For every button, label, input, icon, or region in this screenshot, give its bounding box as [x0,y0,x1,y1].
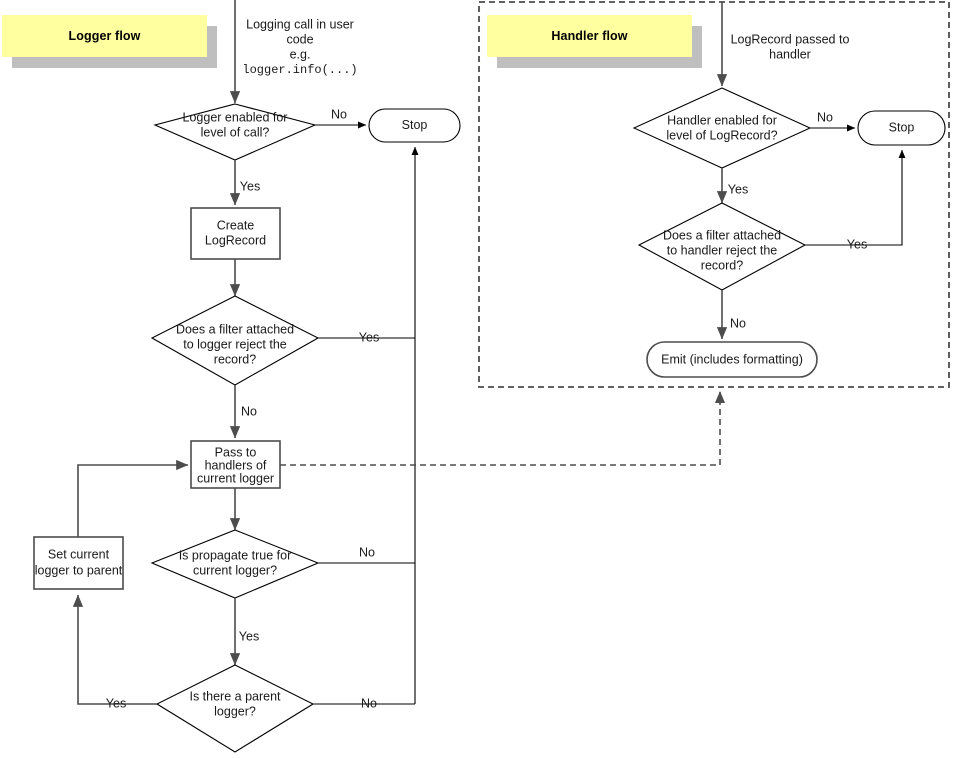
node-parent-logger-line1: Is there a parent [189,689,281,703]
node-create-logrecord[interactable] [190,207,281,260]
entry-caption-line1: Logging call in user [246,17,354,31]
node-logger-stop[interactable] [368,108,461,143]
node-handler-enabled-line2: level of LogRecord? [666,128,777,142]
node-pass-to-handlers-line2: handlers of [205,458,267,472]
node-logger-filter-line3: record? [214,352,256,366]
edge-label-logger-filter-yes: Yes [359,330,379,344]
handler-entry-caption-line1: LogRecord passed to [731,32,850,46]
node-logger-filter-line1: Does a filter attached [176,322,294,336]
banner-logger-flow: Logger flow [0,0,230,80]
edge-label-parent-no: No [361,696,377,710]
banner-handler-flow-label: Handler flow [551,29,628,43]
edge-label-handler-filter-no: No [730,316,746,330]
node-handler-filter-line1: Does a filter attached [663,228,781,242]
edge-label-handler-filter-yes: Yes [847,237,867,251]
edge-handler-filter-yes [805,149,906,246]
banner-logger-flow-label: Logger flow [68,29,141,43]
node-set-current-parent[interactable] [33,536,124,590]
edge-handlers-to-handler-flow [280,391,726,466]
banner-handler-flow: Handler flow [485,0,715,80]
node-create-logrecord-line1: Create [217,218,255,232]
node-pass-to-handlers-line3: current logger [197,471,274,485]
entry-caption-code: logger.info(...) [242,63,357,77]
node-is-propagate-line1: Is propagate true for [179,548,292,562]
node-emit[interactable] [646,341,818,378]
edge-label-parent-yes: Yes [106,696,126,710]
edge-label-propagate-no: No [359,545,375,559]
node-logger-stop-label: Stop [402,118,428,132]
node-handler-filter-line3: record? [701,258,743,272]
node-logger-filter-line2: to logger reject the [183,337,287,351]
node-logger-enabled-line1: Logger enabled for [183,110,288,124]
edge-label-logger-filter-no: No [241,404,257,418]
node-handler-filter-line2: to handler reject the [667,243,778,257]
node-handler-enabled-line1: Handler enabled for [667,113,777,127]
edge-label-propagate-yes: Yes [239,629,259,643]
handler-flow-group-boundary [478,1,950,388]
node-create-logrecord-line2: LogRecord [205,233,266,247]
entry-caption-line3: e.g. [290,47,311,61]
edge-label-logger-enabled-no: No [331,107,347,121]
edge-set-parent-to-handlers [77,459,189,537]
edge-parent-yes [72,594,157,705]
banner-logger-flow-face: Logger flow [2,15,207,57]
edge-label-handler-enabled-no: No [817,110,833,124]
edge-label-logger-enabled-yes: Yes [240,179,260,193]
banner-handler-flow-face: Handler flow [487,15,692,57]
node-handler-stop[interactable] [857,110,946,146]
node-parent-logger[interactable] [155,664,315,753]
node-set-current-parent-line1: Set current [48,547,110,561]
node-set-current-parent-line2: logger to parent [35,563,123,577]
edge-label-handler-enabled-yes: Yes [728,182,748,196]
node-parent-logger-line2: logger? [214,704,256,718]
node-emit-label: Emit (includes formatting) [661,352,803,366]
node-pass-to-handlers-line1: Pass to [215,445,257,459]
entry-caption-line2: code [286,32,313,46]
node-handler-stop-label: Stop [889,120,915,134]
handler-entry-caption-line2: handler [769,47,811,61]
node-logger-enabled-line2: level of call? [201,125,270,139]
node-is-propagate-line2: current logger? [193,563,277,577]
